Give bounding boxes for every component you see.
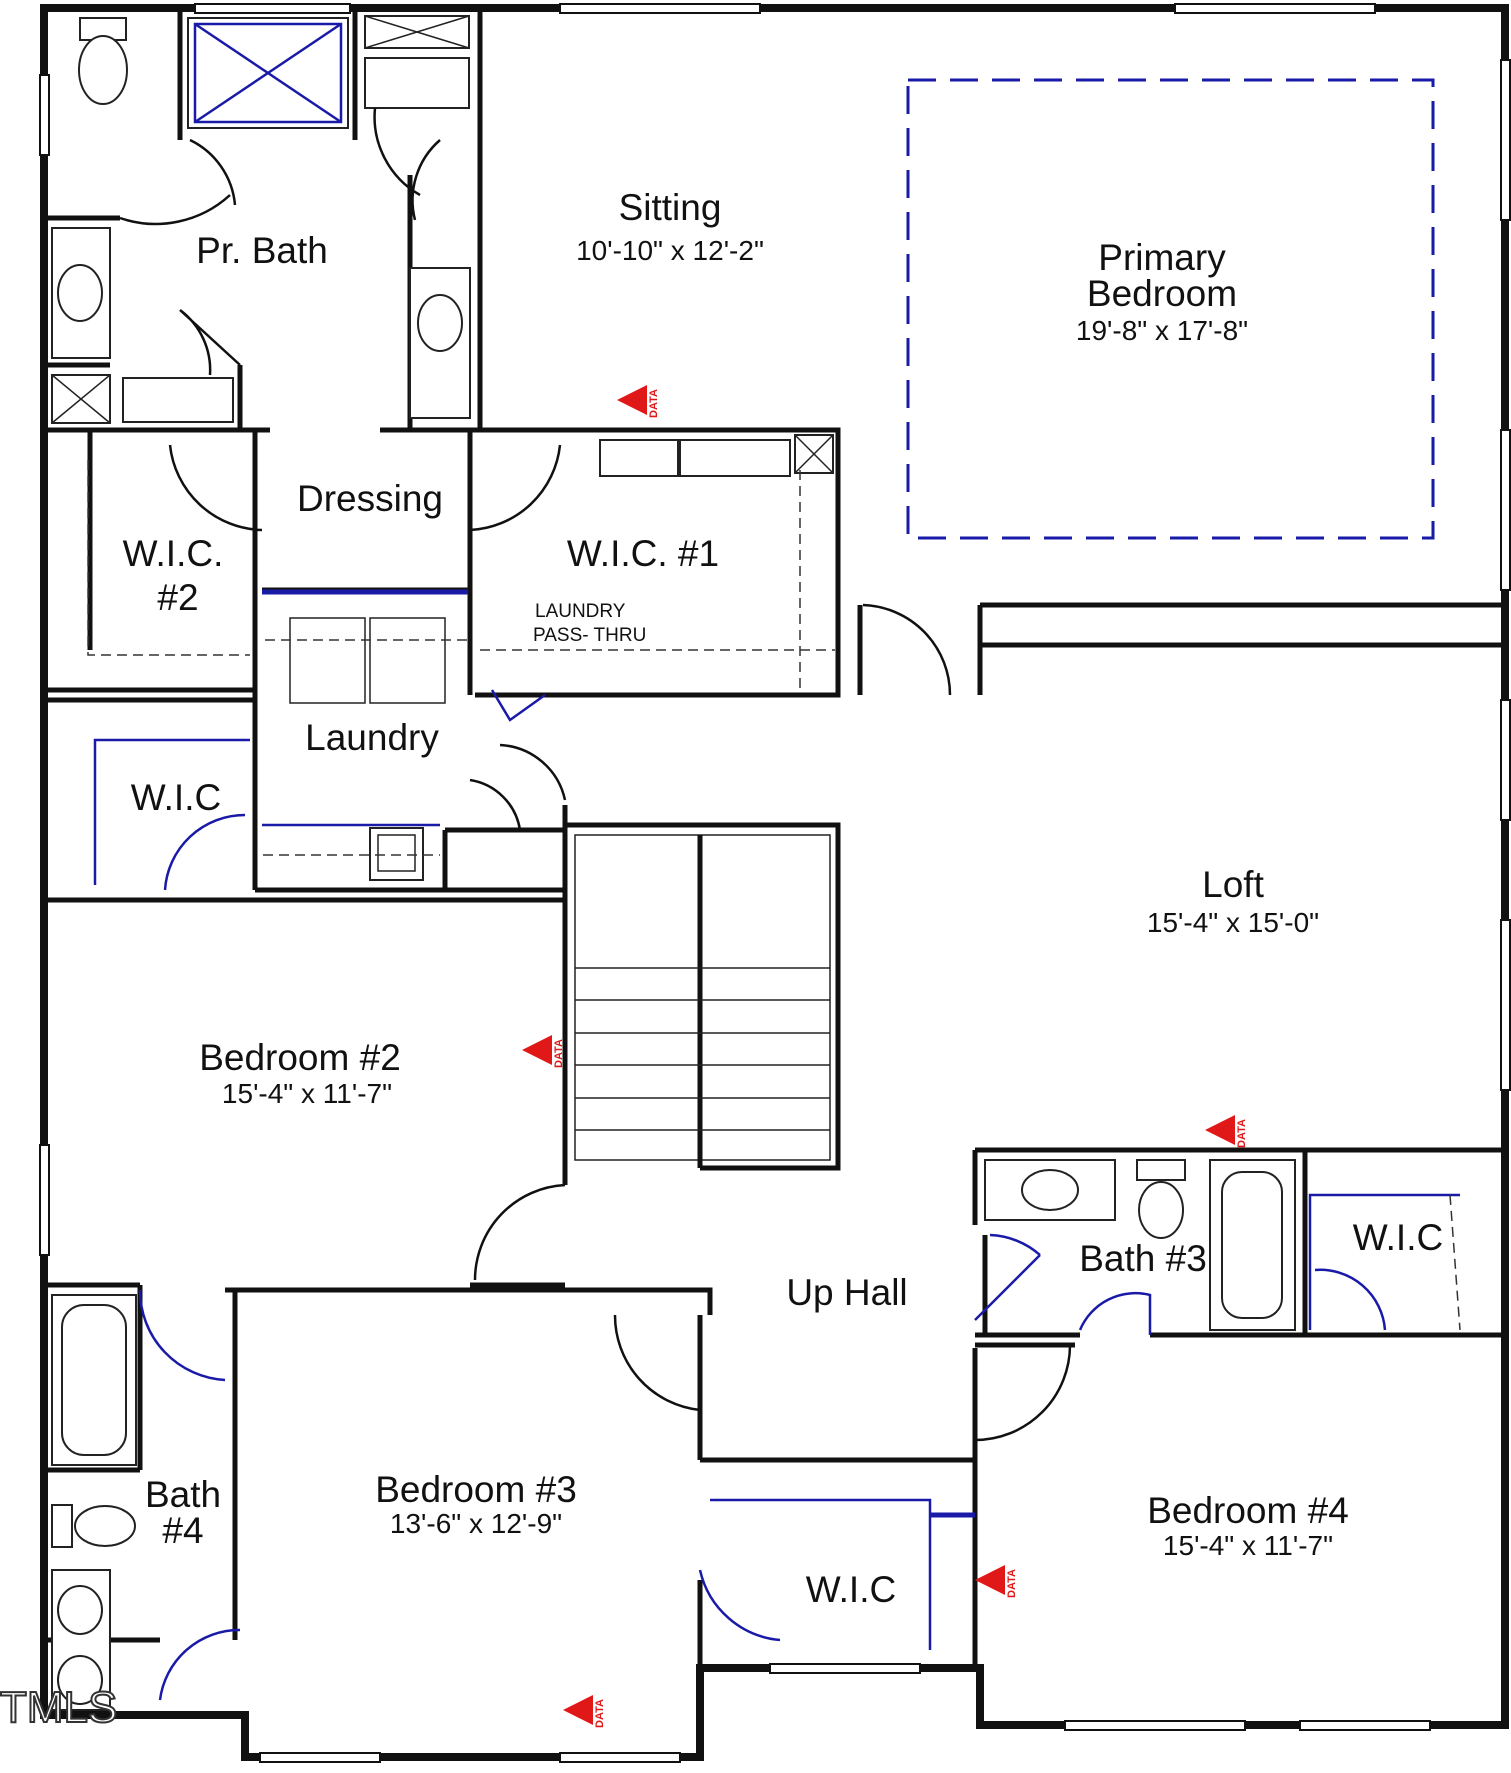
room-label-bedroom2: Bedroom #2 [199,1037,401,1078]
room-label-laundry: Laundry [305,717,439,758]
room-label-bedroom3: Bedroom #3 [375,1469,577,1510]
svg-text:DATA: DATA [553,1039,565,1068]
room-label-loft: Loft [1202,864,1264,905]
room-label-primary-line2: Bedroom [1087,273,1237,314]
room-dim-bedroom2: 15'-4" x 11'-7" [222,1078,392,1109]
washer-dryer-icon [289,617,446,704]
room-label-bath4-line2: #4 [162,1510,203,1551]
svg-text:DATA: DATA [648,389,660,418]
toilet-icon [51,1504,136,1548]
data-marker-icon: DATA [1205,1115,1248,1148]
svg-text:DATA: DATA [594,1699,606,1728]
room-dim-bedroom3: 13'-6" x 12'-9" [390,1508,562,1539]
sink-icon [51,227,111,359]
bathtub-icon [1209,1159,1296,1331]
svg-text:DATA: DATA [1006,1569,1018,1598]
data-markers: DATA DATA DATA DATA DATA [522,385,1248,1728]
room-label-sitting: Sitting [619,187,722,228]
toilet-icon [1136,1159,1186,1239]
room-label-wic2-line2: #2 [157,577,198,618]
svg-text:DATA: DATA [1236,1119,1248,1148]
room-label-up-hall: Up Hall [786,1272,907,1313]
room-label-wic2-line1: W.I.C. [123,533,224,574]
data-marker-icon: DATA [975,1565,1018,1598]
room-dim-bedroom4: 15'-4" x 11'-7" [1163,1530,1333,1561]
bathtub-icon [51,1294,137,1466]
room-label-primary-line1: Primary [1098,237,1226,278]
room-label-dressing: Dressing [297,478,443,519]
sink-icon [409,267,471,419]
sink-icon [51,1569,111,1711]
room-label-bath3: Bath #3 [1079,1238,1207,1279]
room-dim-sitting: 10'-10" x 12'-2" [576,235,764,266]
label-laundry-pass-line2: PASS- THRU [533,625,646,646]
label-laundry-pass-line1: LAUNDRY [535,601,626,622]
room-label-pr-bath: Pr. Bath [196,230,328,271]
data-marker-icon: DATA [617,385,660,418]
room-label-wic-bath3: W.I.C [1353,1217,1443,1258]
toilet-icon [78,17,128,105]
room-label-wic-bed3: W.I.C [806,1569,896,1610]
room-dim-primary: 19'-8" x 17'-8" [1076,315,1248,346]
sink-icon [984,1159,1116,1221]
staircase [574,834,831,1168]
tray-ceiling [906,78,1435,540]
data-marker-icon: DATA [522,1035,565,1068]
room-label-wic-upper: W.I.C [131,777,221,818]
fixtures [51,15,1461,1711]
sink-icon [369,827,424,881]
room-label-bath4-line1: Bath [145,1474,221,1515]
room-dim-loft: 15'-4" x 15'-0" [1147,907,1319,938]
room-label-wic1: W.I.C. #1 [567,533,719,574]
data-marker-icon: DATA [563,1695,606,1728]
watermark: TMLS [0,1683,117,1732]
room-label-bedroom4: Bedroom #4 [1147,1490,1349,1531]
doors [119,107,1387,1701]
room-labels: Pr. Bath Sitting 10'-10" x 12'-2" Primar… [123,187,1444,1610]
